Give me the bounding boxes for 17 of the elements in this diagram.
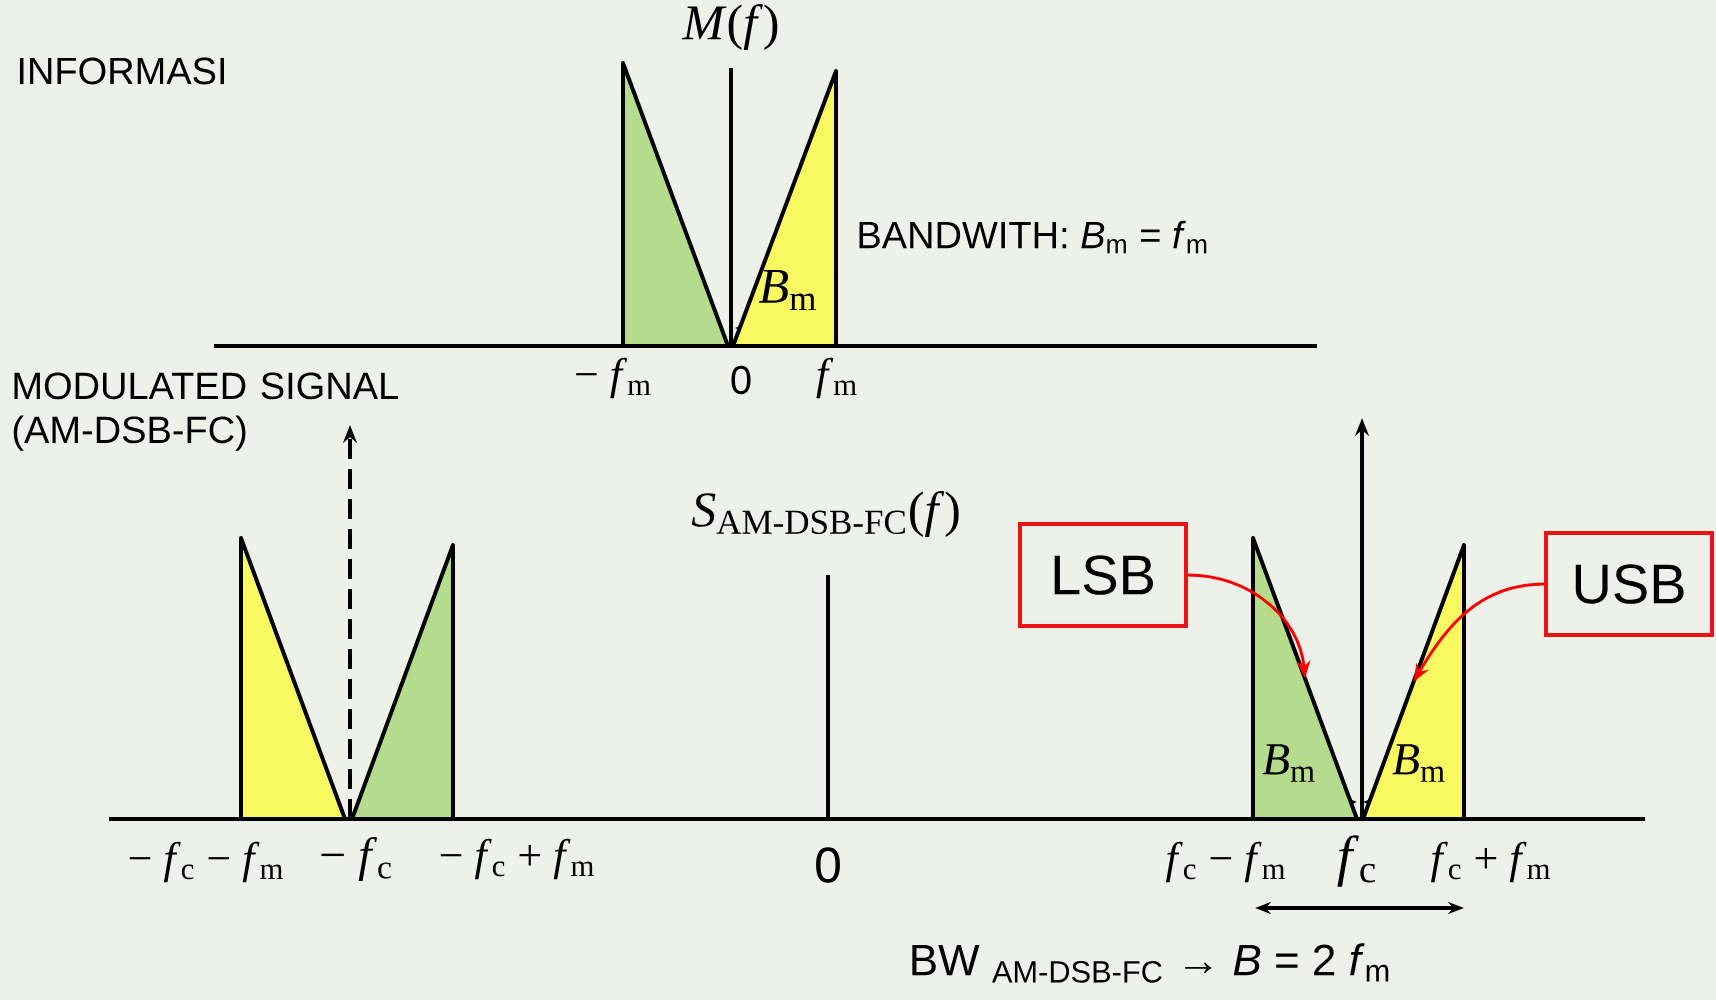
bandwidth-label: B$_{m}$ [759,269,816,311]
tick-label: 0 [816,847,840,883]
tick-label: f$_{m}$ [816,357,857,399]
label-box: USB [1544,531,1715,637]
section-title: MODULATED SIGNAL (AM-DSB-FC) [13,372,398,451]
function-label: M(f) [681,4,778,50]
function-label: S$_{AM-DSB-FC}$(f) [691,491,959,537]
tick-label: − f$_{c}$ [321,837,391,882]
bandwidth-label: B$_{m}$ [1262,744,1315,782]
bandwidth-formula: BW $_{AM-DSB-FC}$ → B = 2 f$_{m}$ [912,943,1389,983]
tick-label: − f$_{c}$ − f$_{m}$ [129,841,283,883]
tick-label: 0 [731,365,751,395]
bandwidth-label: B$_{m}$ [1392,744,1445,782]
section-title: INFORMASI [19,57,224,85]
tick-label: f$_{c}$ [1337,835,1375,887]
tick-label: f$_{c}$ + f$_{m}$ [1431,841,1551,883]
label-box: LSB [1018,522,1188,628]
